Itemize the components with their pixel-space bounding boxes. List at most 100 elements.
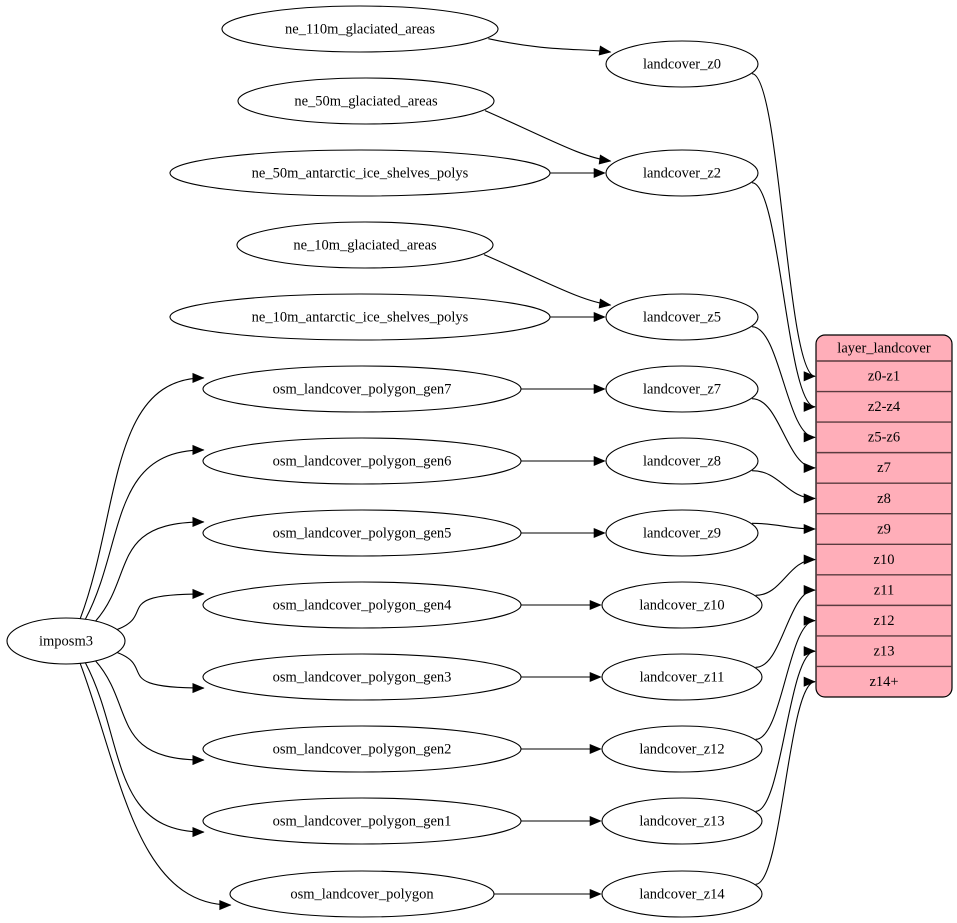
edge-line (484, 110, 611, 162)
node-landcover_z8[interactable]: landcover_z8 (605, 437, 759, 485)
edge-line (751, 73, 816, 377)
edge-line (95, 660, 204, 761)
table-row[interactable]: z8 (877, 491, 891, 507)
node-ne_10m_antarctic_ice_shelves_polys[interactable]: ne_10m_antarctic_ice_shelves_polys (169, 293, 551, 341)
edge-arrowhead (593, 167, 606, 179)
node-ellipse (169, 293, 551, 341)
table-row[interactable]: z7 (877, 460, 891, 476)
edge-arrowhead (589, 671, 602, 683)
node-landcover_z0[interactable]: landcover_z0 (605, 40, 759, 88)
edge-arrowhead (803, 646, 816, 657)
table-row[interactable]: z9 (877, 521, 891, 537)
node-imposm3[interactable]: imposm3 (6, 617, 126, 665)
node-ellipse (605, 365, 759, 413)
node-label: ne_10m_glaciated_areas (293, 237, 437, 253)
edge-arrowhead (192, 754, 205, 766)
node-osm_landcover_polygon_gen1[interactable]: osm_landcover_polygon_gen1 (202, 797, 522, 845)
node-label: ne_50m_antarctic_ice_shelves_polys (252, 165, 469, 181)
edge-line (84, 449, 204, 620)
node-ne_50m_glaciated_areas[interactable]: ne_50m_glaciated_areas (237, 77, 495, 125)
node-osm_landcover_polygon_gen3[interactable]: osm_landcover_polygon_gen3 (202, 653, 522, 701)
node-osm_landcover_polygon_gen6[interactable]: osm_landcover_polygon_gen6 (202, 437, 522, 485)
edge-line (755, 681, 816, 885)
table-row[interactable]: z10 (874, 552, 895, 568)
edge-line (79, 377, 204, 619)
node-ne_50m_antarctic_ice_shelves_polys[interactable]: ne_50m_antarctic_ice_shelves_polys (169, 149, 551, 197)
node-ellipse (236, 221, 494, 269)
edge-line (95, 521, 204, 622)
node-label: landcover_z11 (640, 669, 725, 685)
edge-arrowhead (192, 826, 205, 838)
table-row-label: z2-z4 (868, 399, 901, 415)
table-row-label: z0-z1 (868, 369, 900, 385)
node-landcover_z14[interactable]: landcover_z14 (601, 870, 763, 918)
edge-arrowhead (593, 455, 606, 467)
table-row[interactable]: z12 (874, 613, 895, 629)
edge-line (84, 662, 204, 833)
node-ellipse (229, 870, 495, 918)
node-label: landcover_z7 (643, 381, 721, 397)
table-row[interactable]: z5-z6 (868, 430, 900, 446)
edge-arrowhead (593, 311, 606, 323)
node-osm_landcover_polygon_gen2[interactable]: osm_landcover_polygon_gen2 (202, 725, 522, 773)
table-row[interactable]: z2-z4 (868, 399, 901, 415)
edge-arrowhead (803, 585, 816, 596)
edge-line (755, 650, 816, 812)
edge-arrowhead (192, 372, 205, 384)
edge-arrowhead (192, 516, 205, 528)
edge-arrowhead (589, 599, 602, 611)
node-ellipse (601, 725, 763, 773)
edge-line (116, 651, 204, 689)
node-ellipse (6, 617, 126, 665)
table-row[interactable]: z0-z1 (868, 369, 900, 385)
table-row[interactable]: z13 (874, 644, 895, 660)
edge-arrowhead (803, 676, 816, 687)
table-row-label: z7 (877, 460, 891, 476)
node-osm_landcover_polygon[interactable]: osm_landcover_polygon (229, 870, 495, 918)
edge-arrowhead (803, 371, 816, 382)
edge-arrowhead (803, 554, 816, 565)
node-label: landcover_z8 (643, 453, 721, 469)
table-row-label: z9 (877, 521, 891, 537)
node-landcover_z11[interactable]: landcover_z11 (601, 653, 763, 701)
node-ellipse (237, 77, 495, 125)
table-header-label: layer_landcover (837, 340, 931, 356)
node-label: landcover_z2 (643, 165, 721, 181)
edge-arrowhead (803, 493, 816, 504)
layer-landcover-table: layer_landcover z0-z1 z2-z4 z5-z6 z7 z8 z9 z10 z… (815, 334, 953, 698)
table-row-label: z12 (874, 613, 895, 629)
node-ellipse (202, 797, 522, 845)
edge-line (116, 593, 204, 631)
node-label: ne_110m_glaciated_areas (285, 21, 435, 37)
table-row[interactable]: z14+ (869, 674, 898, 690)
node-landcover_z9[interactable]: landcover_z9 (605, 509, 759, 557)
node-label: landcover_z0 (643, 56, 721, 72)
node-landcover_z2[interactable]: landcover_z2 (605, 149, 759, 197)
node-label: landcover_z13 (639, 813, 724, 829)
node-ellipse (605, 149, 759, 197)
edge-line (755, 620, 816, 740)
node-osm_landcover_polygon_gen4[interactable]: osm_landcover_polygon_gen4 (202, 581, 522, 629)
node-landcover_z7[interactable]: landcover_z7 (605, 365, 759, 413)
node-label: osm_landcover_polygon_gen3 (273, 669, 452, 685)
node-landcover_z13[interactable]: landcover_z13 (601, 797, 763, 845)
edge-arrowhead (803, 432, 816, 443)
node-landcover_z12[interactable]: landcover_z12 (601, 725, 763, 773)
node-ne_10m_glaciated_areas[interactable]: ne_10m_glaciated_areas (236, 221, 494, 269)
node-ne_110m_glaciated_areas[interactable]: ne_110m_glaciated_areas (221, 5, 499, 53)
edge-arrowhead (803, 401, 816, 412)
node-ellipse (202, 509, 522, 557)
table-row[interactable]: z11 (874, 582, 894, 598)
node-label: osm_landcover_polygon_gen4 (273, 597, 453, 613)
node-landcover_z10[interactable]: landcover_z10 (601, 581, 763, 629)
node-osm_landcover_polygon_gen7[interactable]: osm_landcover_polygon_gen7 (202, 365, 522, 413)
table-outline (815, 334, 953, 698)
node-ellipse (605, 40, 759, 88)
edge-line (751, 326, 816, 438)
node-landcover_z5[interactable]: landcover_z5 (605, 293, 759, 341)
node-ellipse (202, 725, 522, 773)
node-osm_landcover_polygon_gen5[interactable]: osm_landcover_polygon_gen5 (202, 509, 522, 557)
edge-arrowhead (803, 462, 816, 473)
